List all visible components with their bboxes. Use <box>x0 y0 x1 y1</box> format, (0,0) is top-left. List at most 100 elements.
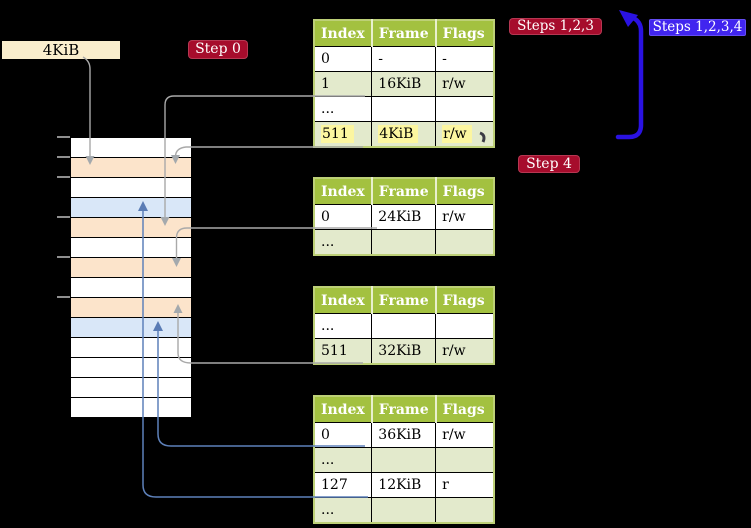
frame-row-empty <box>71 178 191 198</box>
table-row: 1 16KiB r/w <box>313 71 495 97</box>
badge-steps-1-2-3: Steps 1,2,3 <box>509 18 602 35</box>
index-cell: 1 <box>313 71 373 97</box>
index-cell: ... <box>313 229 373 256</box>
frame-cell: 4KiB <box>371 121 437 148</box>
frame-row-empty <box>71 378 191 398</box>
address-tick <box>57 296 70 298</box>
column-header: Index <box>314 178 372 205</box>
recursive-loop-arrow <box>615 16 644 140</box>
table-row: ... <box>313 229 495 256</box>
address-tick <box>57 156 70 158</box>
frame-cell: 12KiB <box>371 472 437 498</box>
frame-cell: 36KiB <box>371 422 437 448</box>
index-cell: ... <box>313 313 373 339</box>
table-row: 0 24KiB r/w <box>313 204 495 230</box>
badge-step-4: Step 4 <box>518 155 580 173</box>
index-cell: 0 <box>313 204 373 230</box>
page-table-level-1: Index Frame Flags 0 36KiB r/w ... 127 12… <box>313 395 495 524</box>
index-cell: 511 <box>313 121 373 148</box>
arrow-l4e511-to-l4-frame <box>174 146 363 157</box>
address-tick <box>57 136 70 138</box>
table-row: 127 12KiB r <box>313 472 495 498</box>
frame-row-empty <box>71 278 191 298</box>
column-header: Flags <box>434 396 494 423</box>
frame-cell <box>371 447 437 473</box>
highlighted-value: 511 <box>321 125 354 143</box>
column-header: Index <box>314 20 372 47</box>
flags-cell <box>435 229 495 256</box>
index-cell: ... <box>313 96 373 122</box>
column-header: Frame <box>370 396 436 423</box>
address-tick <box>57 176 70 178</box>
flags-cell: r/w <box>435 71 495 97</box>
frame-cell <box>371 229 437 256</box>
frame-row-page-table <box>71 298 191 318</box>
cr3-address-box: 4KiB <box>2 41 120 59</box>
flags-cell <box>435 96 495 122</box>
column-header: Flags <box>434 20 494 47</box>
frame-row-empty <box>71 138 191 158</box>
table-header-row: Index Frame Flags <box>314 20 494 47</box>
frame-cell <box>371 96 437 122</box>
frame-cell: 16KiB <box>371 71 437 97</box>
flags-cell: r/w <box>435 422 495 448</box>
table-header-row: Index Frame Flags <box>314 178 494 205</box>
index-cell: 127 <box>313 472 373 498</box>
frame-row-empty <box>71 398 191 417</box>
frame-row-page-table <box>71 158 191 178</box>
index-cell: 0 <box>313 422 373 448</box>
frame-cell: - <box>371 46 437 72</box>
column-header: Frame <box>370 20 436 47</box>
address-tick <box>57 216 70 218</box>
page-table-level-2: Index Frame Flags ... 511 32KiB r/w <box>313 286 495 365</box>
column-header: Index <box>314 287 372 314</box>
table-row: ... <box>313 447 495 473</box>
table-row: 0 - - <box>313 46 495 72</box>
column-header: Frame <box>370 178 436 205</box>
table-header-row: Index Frame Flags <box>314 396 494 423</box>
frame-row-mapped <box>71 198 191 218</box>
frame-row-empty <box>71 358 191 378</box>
column-header: Index <box>314 396 372 423</box>
table-row: 0 36KiB r/w <box>313 422 495 448</box>
table-header-row: Index Frame Flags <box>314 287 494 314</box>
frame-row-empty <box>71 238 191 258</box>
flags-cell <box>435 447 495 473</box>
index-cell: 511 <box>313 338 373 365</box>
frame-cell: 24KiB <box>371 204 437 230</box>
badge-step-0: Step 0 <box>188 40 248 59</box>
column-header: Flags <box>434 178 494 205</box>
index-cell: 0 <box>313 46 373 72</box>
frame-row-mapped <box>71 318 191 338</box>
flags-cell <box>435 313 495 339</box>
page-table-level-3: Index Frame Flags 0 24KiB r/w ... <box>313 177 495 256</box>
column-header: Flags <box>434 287 494 314</box>
flags-cell: r/w <box>435 204 495 230</box>
frame-cell: 32KiB <box>371 338 437 365</box>
flags-cell: r <box>435 472 495 498</box>
table-row: ... <box>313 497 495 524</box>
frame-cell <box>371 497 437 524</box>
flags-cell: r/w <box>435 338 495 365</box>
frame-row-page-table <box>71 258 191 278</box>
index-cell: ... <box>313 447 373 473</box>
highlighted-value: r/w <box>442 125 472 143</box>
table-row: 511 32KiB r/w <box>313 338 495 365</box>
table-row-recursive-entry: 511 4KiB r/w <box>313 121 495 148</box>
highlighted-value: 4KiB <box>378 125 419 143</box>
frame-row-empty <box>71 338 191 358</box>
flags-cell <box>435 497 495 524</box>
frame-row-page-table <box>71 218 191 238</box>
flags-cell: - <box>435 46 495 72</box>
table-row: ... <box>313 96 495 122</box>
physical-memory-column <box>70 137 192 418</box>
flags-cell: r/w <box>435 121 495 148</box>
frame-cell <box>371 313 437 339</box>
page-table-level-4: Index Frame Flags 0 - - 1 16KiB r/w ... … <box>313 19 495 148</box>
arrowhead-up-left <box>619 10 638 27</box>
address-tick <box>57 256 70 258</box>
table-row: ... <box>313 313 495 339</box>
index-cell: ... <box>313 497 373 524</box>
badge-steps-1-2-3-4: Steps 1,2,3,4 <box>649 19 746 36</box>
